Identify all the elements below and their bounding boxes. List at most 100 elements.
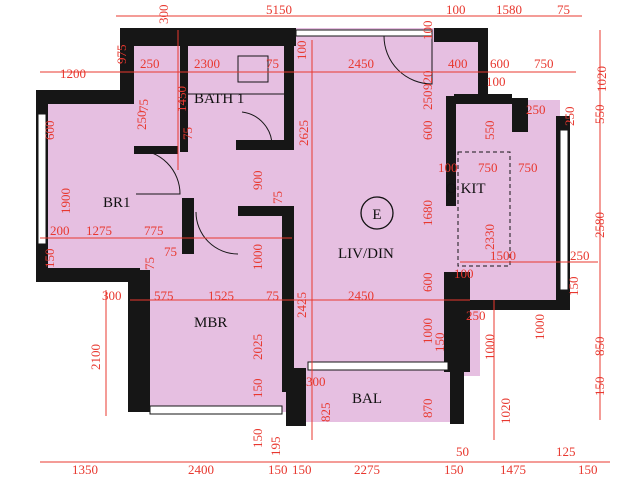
bath-fixture [237,55,269,83]
dim-bot-1475: 1475 [500,462,526,477]
kitchen-counter [457,151,511,267]
wall-top-left [120,28,296,46]
dim-v-1020b: 1020 [498,398,513,424]
dim-v-920: 920 [420,71,435,91]
windows [37,29,569,415]
dim-v-75f: 75 [142,257,157,270]
bathroom-area [134,46,292,150]
wall-kit-bottom [444,300,570,310]
dim-v-1680: 1680 [420,200,435,226]
dim-v-100c: 100 [294,41,309,61]
wall-kit-left [446,96,456,206]
dim-v-550b: 550 [592,105,607,125]
dim-bot-150c: 150 [444,462,464,477]
dim-row-2450a: 2450 [348,56,374,71]
wall-bath-divider [180,46,188,152]
dim-row-75e: 75 [164,244,177,259]
window-mbr [149,405,283,415]
dim-v-75b: 75 [136,99,151,112]
wall-br1-bottom [36,268,140,282]
dim-bot-1350: 1350 [72,462,98,477]
dim-row-1500: 1500 [490,248,516,263]
window-br1 [37,113,47,245]
dim-row-400: 400 [448,56,468,71]
dim-row-250a: 250 [140,56,160,71]
dim-row-250g: 250 [466,308,486,323]
dim-bot-2275: 2275 [354,462,380,477]
wall-bath-right [284,46,294,150]
dim-v-150c: 150 [432,333,447,353]
dim-row-2300: 2300 [194,56,220,71]
wall-mbr-left [128,270,150,412]
wall-mbr-lower [286,368,306,426]
dim-row-750c: 750 [518,160,538,175]
wall-br1-top [36,90,134,104]
dimension-labels-horizontal: 5150 100 1580 75 1200 250 2300 75 2450 4… [50,2,598,477]
dim-v-150f: 150 [250,429,265,449]
window-kitchen [559,129,569,291]
dim-v-2580: 2580 [592,212,607,238]
room-label-bath: BATH 1 [194,91,244,107]
dim-v-600c: 600 [42,121,57,141]
dim-top-5150: 5150 [266,2,292,17]
room-label-br1: BR1 [103,195,131,211]
wall-right-upper [478,28,488,98]
dim-left-975: 975 [114,45,129,65]
dim-row-1275: 1275 [86,223,112,238]
dim-v-2330: 2330 [482,224,497,250]
balcony-area [306,376,456,422]
dim-v-550a: 550 [482,121,497,141]
room-label-mbr: MBR [194,315,227,331]
dim-row-2450b: 2450 [348,288,374,303]
kitchen-area [456,100,560,304]
dim-v-150a: 150 [42,249,57,269]
wall-balcony-right [450,372,464,424]
dim-row-1200: 1200 [60,66,86,81]
dim-v-250b: 250 [134,111,149,131]
dim-v-150d: 150 [250,379,265,399]
dim-v-1000c: 1000 [482,334,497,360]
dim-top-300: 300 [156,5,171,25]
dim-v-1000a: 1000 [250,244,265,270]
balcony-rail [451,391,463,421]
dim-v-1000d: 1000 [532,314,547,340]
dim-row-600a: 600 [490,56,510,71]
door-br1-swing [135,149,181,195]
master-bedroom-area [150,272,292,412]
dimension-lines [40,15,610,463]
dim-v-75c: 75 [180,127,195,140]
dim-v-600b: 600 [420,121,435,141]
room-labels: BATH 1 BR1 MBR LIV/DIN O KIT BAL [103,91,486,407]
dim-row-250d: 250 [526,102,546,117]
dim-v-2425: 2425 [294,292,309,318]
dim-v-870: 870 [420,399,435,419]
wall-corridor [182,198,194,254]
dim-row-575: 575 [154,288,174,303]
dim-row-1525: 1525 [208,288,234,303]
dim-bot-150a: 150 [268,462,288,477]
dim-v-250c: 250 [420,91,435,111]
door-mbr-swing [195,211,239,255]
dim-bot-2400: 2400 [188,462,214,477]
dim-v-150b: 150 [566,277,581,297]
entrance-label: E [372,207,381,223]
window-balcony [307,361,449,371]
dim-row-300a: 300 [102,288,122,303]
dim-row-125: 125 [556,444,576,459]
dim-v-1900: 1900 [58,188,73,214]
dim-v-1450: 1450 [174,86,189,112]
wall-bath-lower [236,140,292,150]
dim-row-750b: 750 [478,160,498,175]
dim-row-775: 775 [144,223,164,238]
wall-mbr-right [282,206,294,392]
dim-bot-150b: 150 [292,462,312,477]
dim-row-100f: 100 [454,266,474,281]
wall-top-right [434,28,486,42]
dim-row-75a: 75 [266,56,279,71]
dim-right-250e: 250 [562,107,577,127]
dim-top-75a: 75 [557,2,570,17]
room-label-livdin: LIV/DIN [338,246,394,262]
dim-v-195: 195 [268,437,283,457]
dim-row-100d: 100 [486,74,506,89]
